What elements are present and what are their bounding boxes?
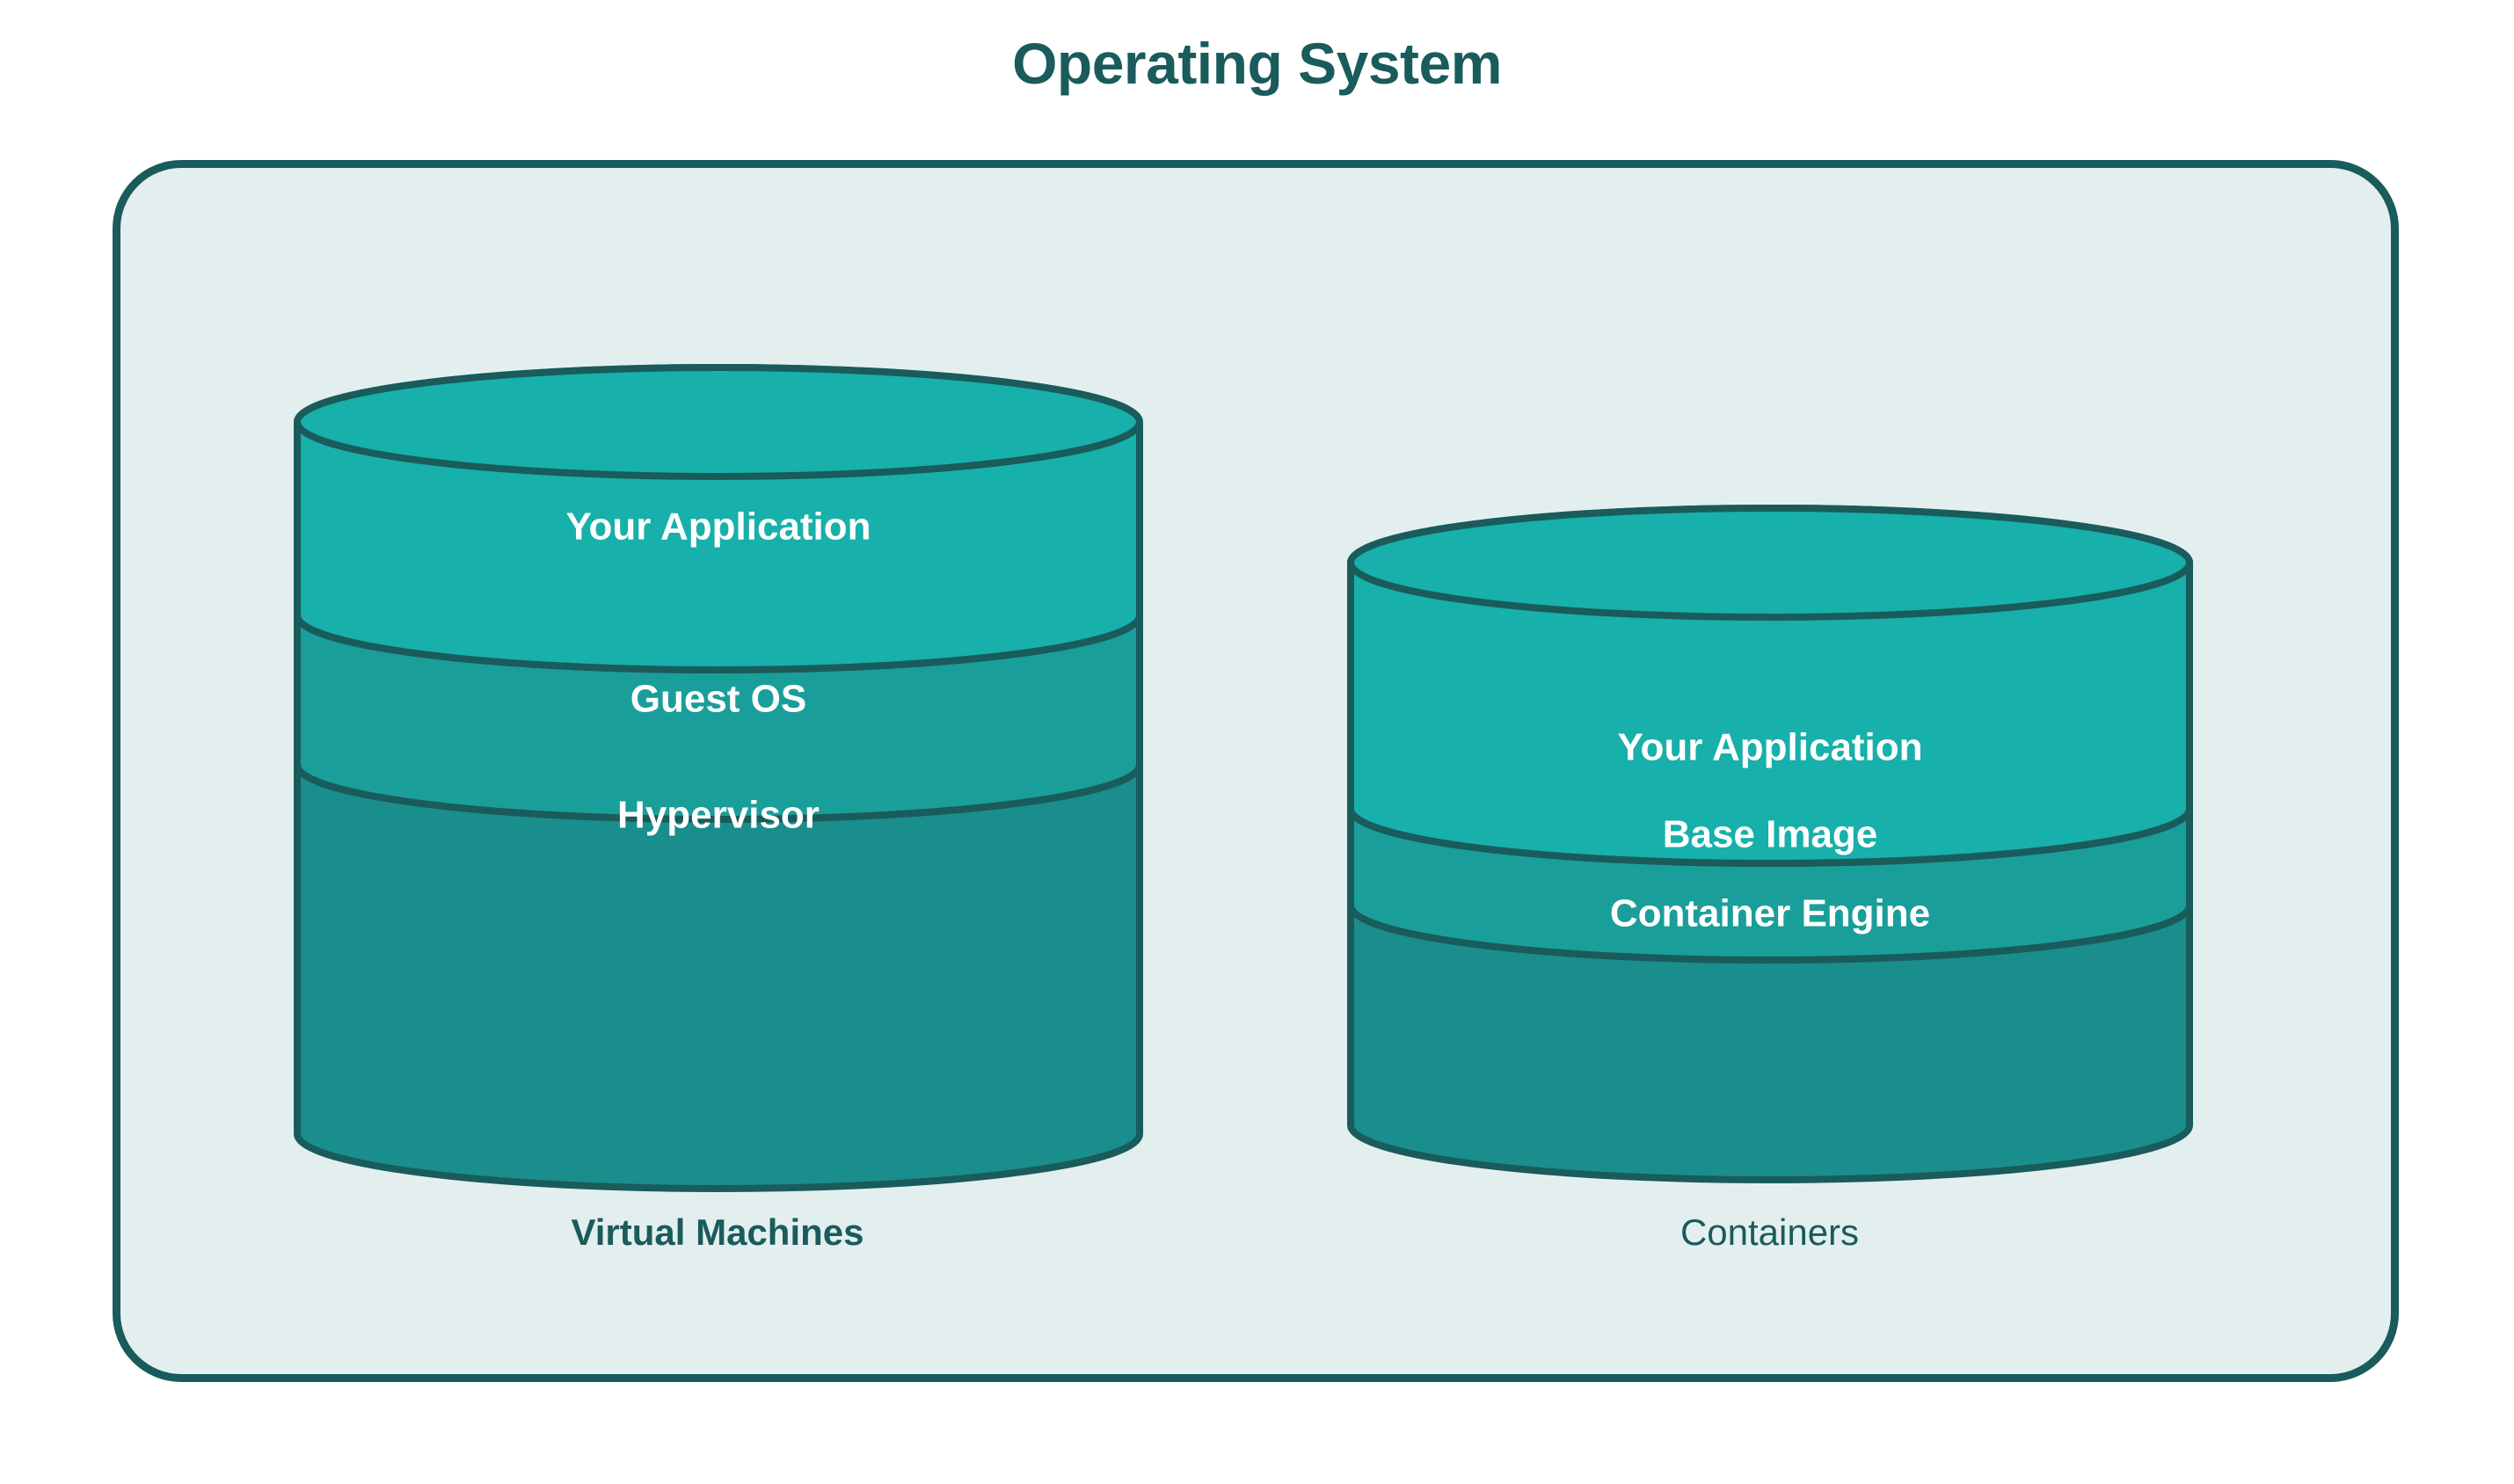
cylinder-top-cap <box>1347 505 2193 621</box>
layer-label-hypervisor: Hypervisor <box>617 794 820 837</box>
layer-label-your-application: Your Application <box>1617 726 1922 769</box>
layer-label-your-application: Your Application <box>565 506 871 549</box>
virtual-machines-cylinder: Your Application Guest OS Hypervisor <box>294 364 1143 1192</box>
page-title: Operating System <box>1012 31 1502 96</box>
layer-label-base-image: Base Image <box>1663 813 1878 856</box>
layer-label-guest-os: Guest OS <box>630 678 807 721</box>
stack-caption-containers: Containers <box>1680 1211 1860 1253</box>
containers-cylinder: Your Application Base Image Container En… <box>1347 505 2193 1183</box>
stack-caption-virtual-machines: Virtual Machines <box>571 1211 864 1253</box>
cylinder-top-cap <box>294 364 1143 480</box>
layer-label-container-engine: Container Engine <box>1610 892 1930 935</box>
